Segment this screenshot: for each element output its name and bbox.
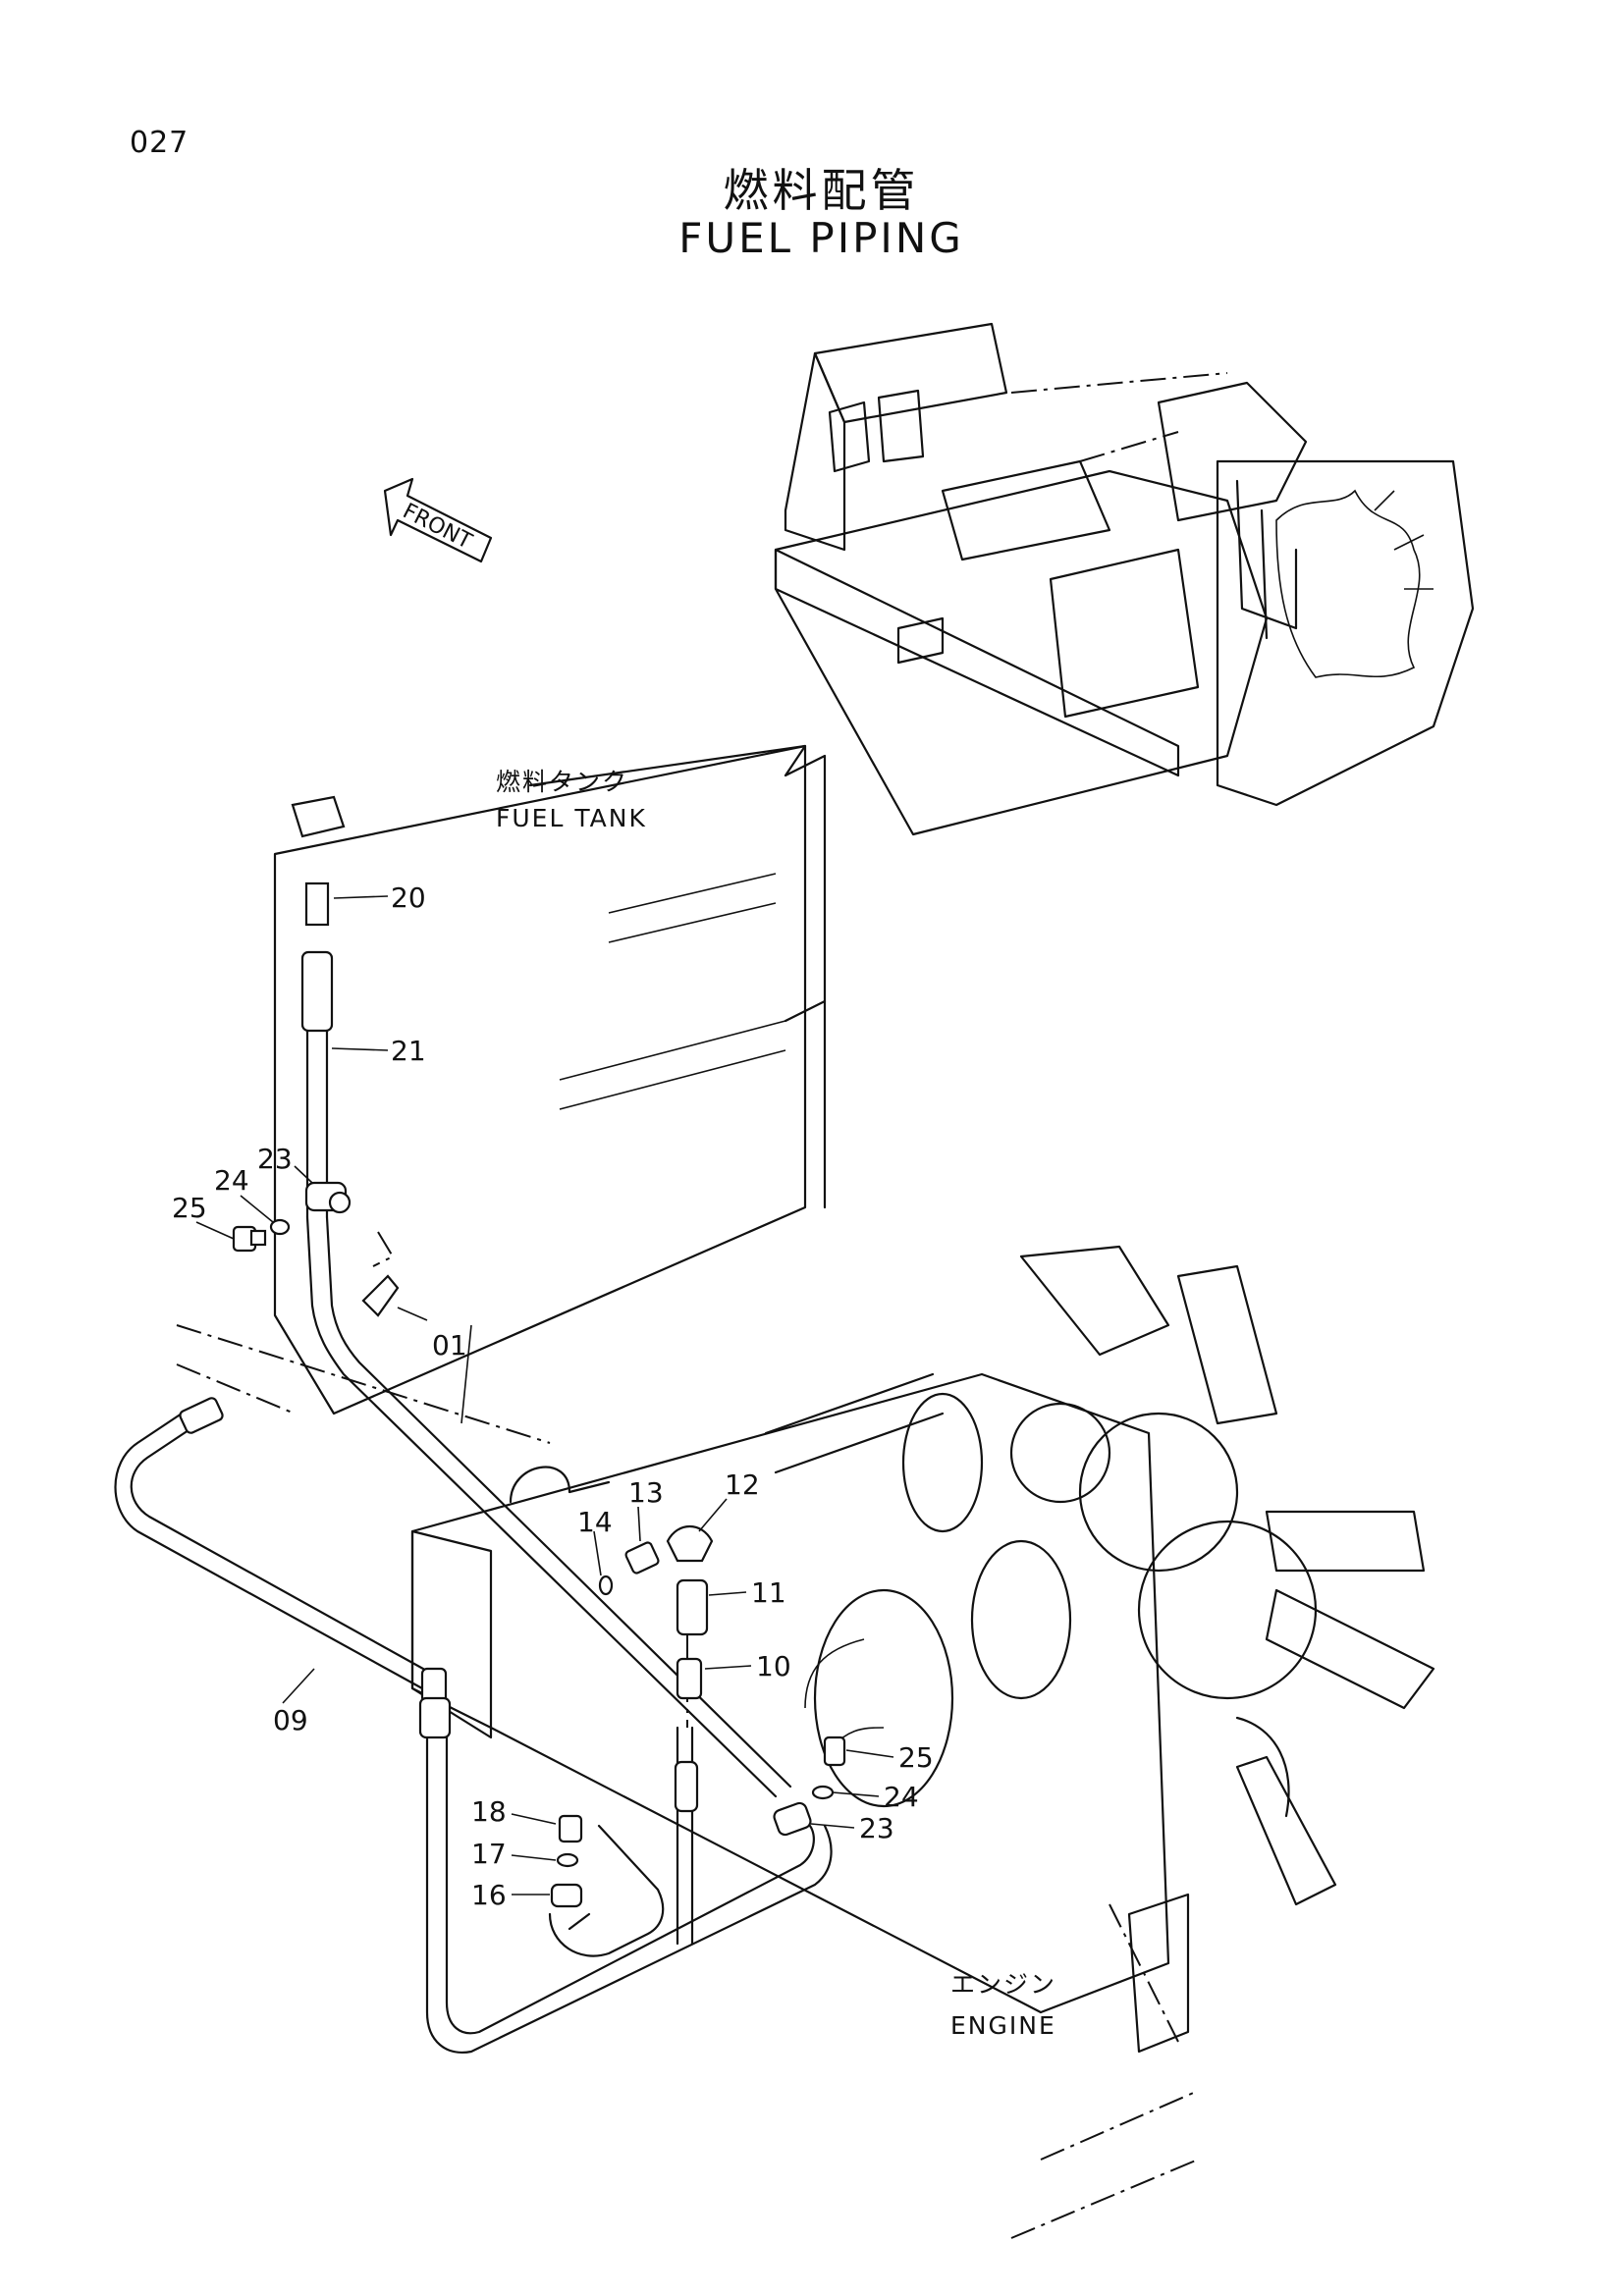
callout-24-right: 24 bbox=[884, 1781, 919, 1813]
callout-13: 13 bbox=[628, 1476, 664, 1509]
callout-24-left: 24 bbox=[214, 1164, 249, 1197]
callout-23-right: 23 bbox=[859, 1812, 894, 1844]
callout-21: 21 bbox=[391, 1035, 426, 1067]
callout-14: 14 bbox=[577, 1506, 613, 1538]
front-direction-arrow: FRONT bbox=[383, 477, 493, 563]
title-japanese: 燃料配管 bbox=[723, 164, 920, 217]
fuel-tank-label-english: FUEL TANK bbox=[496, 804, 647, 832]
callout-23-left: 23 bbox=[257, 1143, 293, 1175]
callout-01: 01 bbox=[432, 1329, 467, 1362]
engine-label-japanese: エンジン bbox=[950, 1970, 1056, 1999]
engine-label-english: ENGINE bbox=[950, 2011, 1056, 2040]
machine-overview-illustration bbox=[774, 322, 1475, 836]
fuel-tank-illustration bbox=[273, 744, 827, 1424]
callout-09: 09 bbox=[273, 1704, 308, 1736]
fuel-tank-label-japanese: 燃料タンク bbox=[496, 768, 628, 796]
callout-17: 17 bbox=[471, 1838, 507, 1870]
callout-12: 12 bbox=[725, 1468, 760, 1501]
engine-illustration bbox=[176, 1245, 1435, 2239]
callout-18: 18 bbox=[471, 1795, 507, 1828]
title-english: FUEL PIPING bbox=[678, 214, 964, 262]
callout-25-left: 25 bbox=[172, 1192, 207, 1224]
fuel-pipe-lines bbox=[114, 1029, 833, 2055]
callout-25-right: 25 bbox=[898, 1741, 934, 1774]
callout-11: 11 bbox=[751, 1576, 786, 1609]
callout-16: 16 bbox=[471, 1879, 507, 1911]
callout-10: 10 bbox=[756, 1650, 791, 1682]
callout-20: 20 bbox=[391, 881, 426, 914]
page-number: 027 bbox=[130, 126, 189, 160]
callout-leader-lines bbox=[195, 895, 894, 1896]
